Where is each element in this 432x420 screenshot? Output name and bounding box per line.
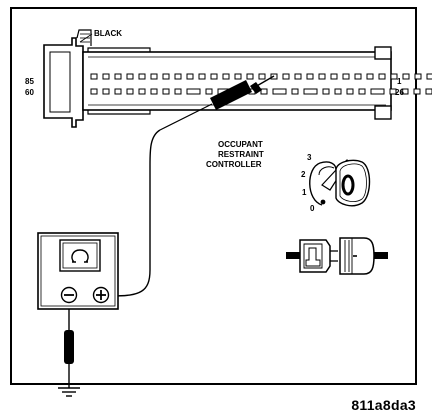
connector-cavity xyxy=(205,88,213,95)
connector-cavity xyxy=(234,73,242,80)
connector-cavity xyxy=(413,88,421,95)
connector-cavity xyxy=(90,88,98,95)
connector-cavity xyxy=(222,73,230,80)
connector-cavity xyxy=(186,73,194,80)
connector-cavity xyxy=(90,73,98,80)
connector-cavity xyxy=(260,88,268,95)
controller-label-line1: OCCUPANT xyxy=(218,140,263,149)
connector-cavity xyxy=(366,73,374,80)
connector-cavity xyxy=(346,88,354,95)
connector-cavity xyxy=(258,73,266,80)
pin-label-1: 1 xyxy=(397,77,402,86)
ground-icon xyxy=(58,387,80,397)
connector-cavity xyxy=(126,73,134,80)
connector-cavity xyxy=(425,88,432,95)
connector-cavity xyxy=(162,88,170,95)
connector-cavity xyxy=(291,88,299,95)
connector-cavity xyxy=(322,88,330,95)
ignition-position-1: 1 xyxy=(302,188,307,197)
controller-connector xyxy=(43,29,432,128)
connector-cavity xyxy=(150,73,158,80)
pin-label-26: 26 xyxy=(395,88,404,97)
controller-label-line2: RESTRAINT xyxy=(218,150,264,159)
connector-cavity xyxy=(370,88,385,95)
ignition-position-2: 2 xyxy=(301,170,306,179)
ignition-position-3: 3 xyxy=(307,153,312,162)
test-probe xyxy=(159,75,275,131)
connector-cavity xyxy=(390,73,398,80)
connector-cavity xyxy=(378,73,386,80)
connector-cavity xyxy=(272,88,287,95)
ignition-key-icon xyxy=(309,159,371,207)
connector-cavity xyxy=(102,88,110,95)
connector-cavity xyxy=(282,73,290,80)
connector-cavity xyxy=(342,73,350,80)
connector-cavity xyxy=(138,73,146,80)
ground-lead xyxy=(64,309,74,388)
pin-label-60: 60 xyxy=(25,88,34,97)
connector-cavity xyxy=(358,88,366,95)
figure-id: 811a8da3 xyxy=(351,397,416,413)
ignition-position-0: 0 xyxy=(310,204,315,213)
connector-cavity xyxy=(114,88,122,95)
connector-cavity xyxy=(210,73,218,80)
connector-cavity xyxy=(150,88,158,95)
pin-row-bottom xyxy=(90,88,432,95)
controller-label-line3: CONTROLLER xyxy=(206,160,262,169)
connector-cavity xyxy=(186,88,201,95)
connector-cavity xyxy=(318,73,326,80)
connector-cavity xyxy=(389,88,397,95)
battery-connector-icon xyxy=(286,237,388,275)
diagram-frame xyxy=(10,7,417,385)
connector-cavity xyxy=(246,73,254,80)
connector-cavity xyxy=(414,73,422,80)
connector-cavity xyxy=(402,73,410,80)
connector-cavity xyxy=(334,88,342,95)
wire-color-label: BLACK xyxy=(94,29,122,38)
connector-cavity xyxy=(426,73,432,80)
connector-cavity xyxy=(330,73,338,80)
probe-lead-wire xyxy=(111,129,161,297)
connector-cavity xyxy=(174,88,182,95)
connector-cavity xyxy=(114,73,122,80)
connector-cavity xyxy=(198,73,206,80)
connector-cavity xyxy=(401,88,409,95)
connector-cavity xyxy=(303,88,318,95)
connector-cavity xyxy=(126,88,134,95)
connector-cavity xyxy=(138,88,146,95)
pin-row-top xyxy=(90,73,432,80)
connector-cavity xyxy=(294,73,302,80)
connector-cavity xyxy=(162,73,170,80)
connector-cavity xyxy=(102,73,110,80)
pin-label-85: 85 xyxy=(25,77,34,86)
connector-cavity xyxy=(174,73,182,80)
connector-cavity xyxy=(354,73,362,80)
connector-cavity xyxy=(306,73,314,80)
ohmmeter-icon xyxy=(37,232,119,310)
